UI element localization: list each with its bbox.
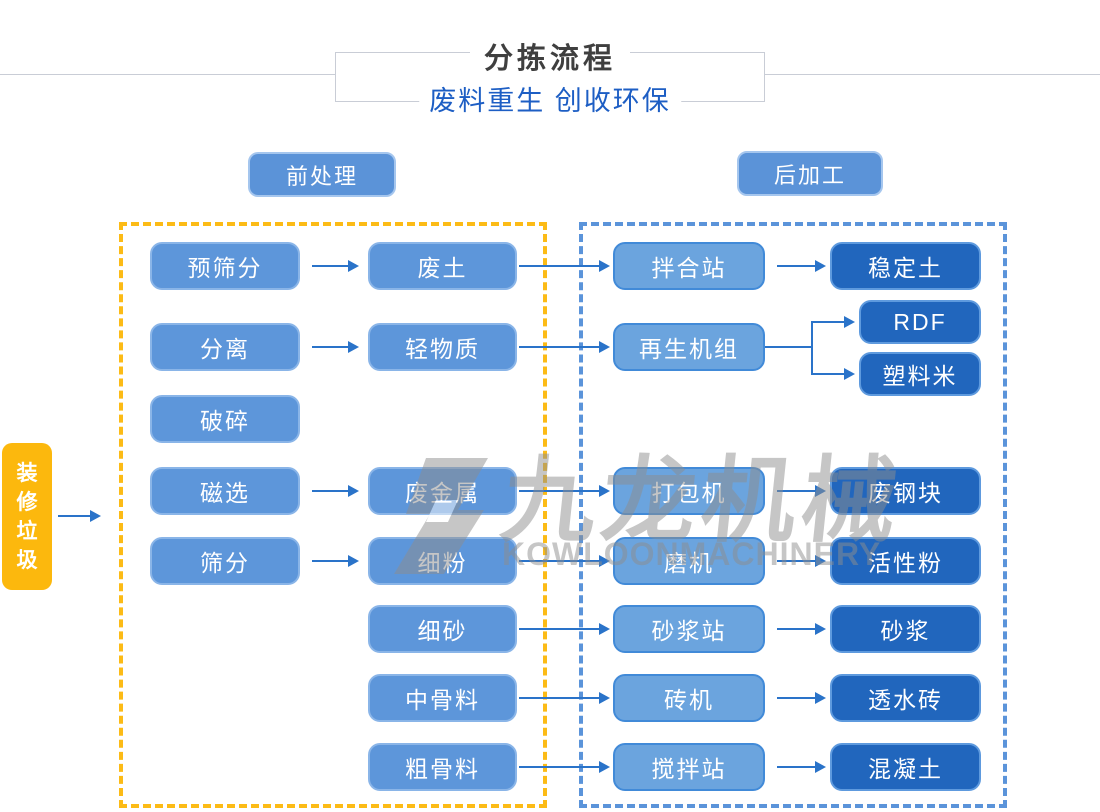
section-label-pre-processing: 前处理	[248, 152, 396, 197]
arrow-wastesoil-to-mixingstation	[519, 260, 610, 272]
pre-processing-region-border	[119, 222, 547, 808]
section-label-post-processing: 后加工	[737, 151, 883, 196]
branch-line-horizontal	[765, 346, 812, 348]
arrow-branch-to-rdf	[812, 316, 855, 328]
arrow-mortarstation-to-mortar	[777, 623, 826, 635]
branch-line-vertical	[811, 321, 813, 375]
arrow-screening-to-finepowder	[312, 555, 359, 567]
arrow-baler-to-scrapsteel	[777, 485, 826, 497]
page-subtitle: 废料重生 创收环保	[419, 79, 681, 118]
node-stabilized-soil: 稳定土	[830, 242, 981, 290]
node-brick-machine: 砖机	[613, 674, 765, 722]
node-rdf: RDF	[859, 300, 981, 344]
arrow-coarseaggregate-to-mixingplant	[519, 761, 610, 773]
arrow-magnetic-to-scrapmetal	[312, 485, 359, 497]
node-concrete: 混凝土	[830, 743, 981, 791]
arrow-mill-to-activepowder	[777, 555, 826, 567]
arrow-mixingstation-to-stabilizedsoil	[777, 260, 826, 272]
node-fine-powder: 细粉	[368, 537, 517, 585]
node-mill: 磨机	[613, 537, 765, 585]
title-frame: 分拣流程 废料重生 创收环保	[335, 35, 765, 118]
source-node-label: 装修垃圾	[16, 461, 38, 572]
page-title: 分拣流程	[469, 35, 631, 77]
arrow-branch-to-plasticpellets	[812, 368, 855, 380]
arrow-mixingplant-to-concrete	[777, 761, 826, 773]
node-scrap-steel-block: 废钢块	[830, 467, 981, 515]
node-scrap-metal: 废金属	[368, 467, 517, 515]
node-mortar: 砂浆	[830, 605, 981, 653]
node-permeable-brick: 透水砖	[830, 674, 981, 722]
node-fine-sand: 细砂	[368, 605, 517, 653]
node-mortar-station: 砂浆站	[613, 605, 765, 653]
node-coarse-aggregate: 粗骨料	[368, 743, 517, 791]
node-pre-screening: 预筛分	[150, 242, 300, 290]
arrow-source-to-region	[58, 510, 101, 522]
node-magnetic-separation: 磁选	[150, 467, 300, 515]
arrow-finepowder-to-mill	[519, 555, 610, 567]
node-medium-aggregate: 中骨料	[368, 674, 517, 722]
arrow-mediumaggregate-to-brickmachine	[519, 692, 610, 704]
node-plastic-pellets: 塑料米	[859, 352, 981, 396]
node-screening: 筛分	[150, 537, 300, 585]
arrow-scrapmetal-to-baler	[519, 485, 610, 497]
arrow-finesand-to-mortarstation	[519, 623, 610, 635]
node-active-powder: 活性粉	[830, 537, 981, 585]
arrow-brickmachine-to-permeablebrick	[777, 692, 826, 704]
post-processing-region-border	[579, 222, 1007, 808]
node-waste-soil: 废土	[368, 242, 517, 290]
arrow-separation-to-lightmaterial	[312, 341, 359, 353]
node-crushing: 破碎	[150, 395, 300, 443]
node-mixing-station: 拌合站	[613, 242, 765, 290]
arrow-prescreening-to-wastesoil	[312, 260, 359, 272]
node-baler: 打包机	[613, 467, 765, 515]
node-separation: 分离	[150, 323, 300, 371]
node-regeneration-unit: 再生机组	[613, 323, 765, 371]
node-concrete-mixing-plant: 搅拌站	[613, 743, 765, 791]
node-light-material: 轻物质	[368, 323, 517, 371]
arrow-lightmaterial-to-regenunit	[519, 341, 610, 353]
source-node-decoration-waste: 装修垃圾	[2, 443, 52, 590]
